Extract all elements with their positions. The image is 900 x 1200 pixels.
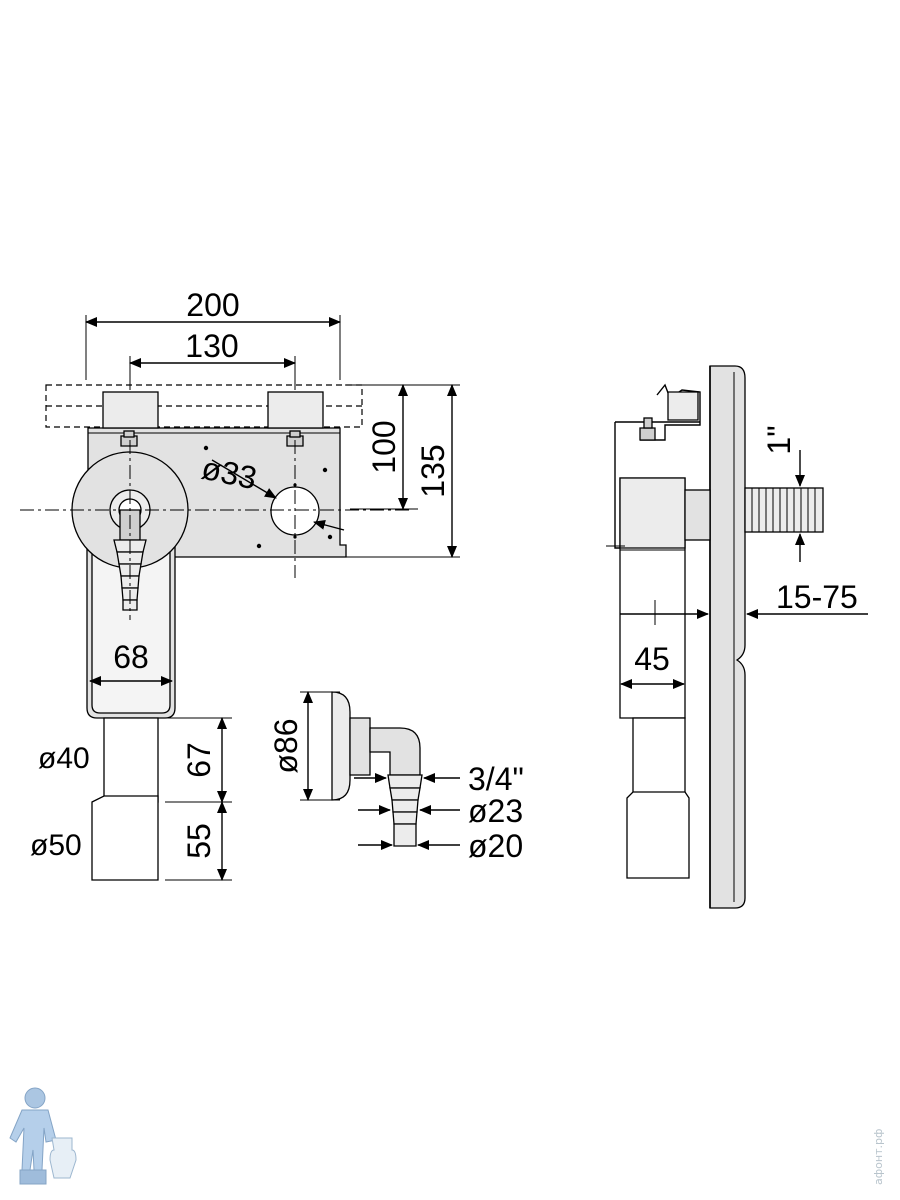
dim-55: 55 xyxy=(181,823,217,859)
dim-68: 68 xyxy=(113,639,149,675)
side-nut xyxy=(639,427,656,441)
coupling-left xyxy=(102,391,159,429)
dim-depth-range: 15-75 xyxy=(776,579,858,615)
dim-pipe-50: ø50 xyxy=(30,829,82,862)
dim-135: 135 xyxy=(415,444,451,497)
dim-hose-23: ø23 xyxy=(468,793,523,829)
wall-board xyxy=(709,365,746,909)
mounting-bracket xyxy=(640,383,701,441)
dim-pipe-40: ø40 xyxy=(38,742,90,775)
elbow-detail: ø86 3/4" ø23 ø20 xyxy=(268,691,524,864)
front-view: 200 130 100 135 ø33 68 ø40 ø50 67 55 xyxy=(20,287,460,881)
dim-67: 67 xyxy=(181,742,217,778)
elbow-flange xyxy=(331,691,351,801)
side-view: 1" 15-75 45 xyxy=(606,365,868,909)
dim-side-thread: 1" xyxy=(761,425,797,454)
elbow-hose-nozzle xyxy=(387,774,423,847)
dim-side-box: 45 xyxy=(634,641,670,677)
elbow-body xyxy=(369,727,421,776)
dim-200: 200 xyxy=(186,287,239,323)
watermark: афонт.рф xyxy=(872,1129,885,1185)
side-pipe-lower xyxy=(626,791,690,879)
pipe-40 xyxy=(103,717,159,803)
dim-100: 100 xyxy=(366,420,402,473)
plumber-mascot-logo xyxy=(9,1087,77,1185)
dim-hose-20: ø20 xyxy=(468,828,523,864)
dim-130: 130 xyxy=(185,328,238,364)
dim-thread: 3/4" xyxy=(468,761,524,797)
threaded-outlet xyxy=(744,487,824,533)
side-pipe-upper xyxy=(632,717,686,799)
coupling-right xyxy=(267,391,324,429)
pipe-50 xyxy=(91,795,159,881)
dim-elbow-flange: ø86 xyxy=(268,718,304,773)
